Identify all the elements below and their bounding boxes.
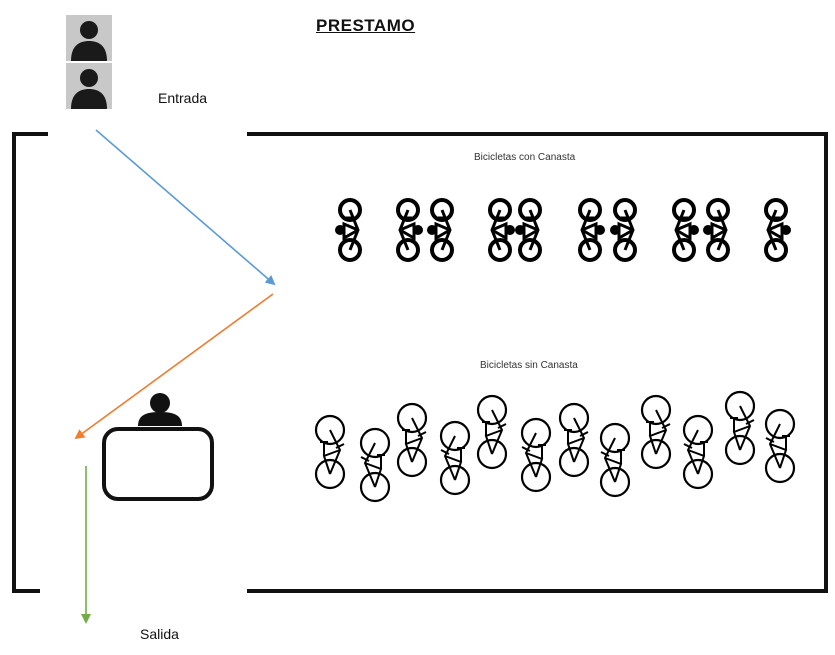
- bicycle-icon: [608, 198, 637, 262]
- bicycle-icon: [558, 402, 590, 478]
- bikes-without-basket: [314, 390, 796, 503]
- bicycle-icon: [764, 198, 793, 262]
- bicycle-icon: [333, 198, 362, 262]
- person-icon: [66, 63, 112, 109]
- bicycle-icon: [314, 414, 346, 490]
- page-title: PRESTAMO: [316, 16, 416, 35]
- bicycle-icon: [672, 198, 701, 262]
- exit-label: Salida: [140, 626, 179, 642]
- bicycle-icon: [701, 198, 730, 262]
- bicycle-icon: [359, 427, 391, 503]
- bicycle-icon: [396, 402, 428, 478]
- room-walls: [12, 132, 828, 593]
- bicycle-icon: [425, 198, 454, 262]
- left-wall: [12, 132, 48, 593]
- bicycle-icon: [513, 198, 542, 262]
- bicycle-icon: [764, 408, 796, 484]
- bicycle-icon: [439, 420, 471, 496]
- bicycle-icon: [488, 198, 517, 262]
- basket-section-label: Bicicletas con Canasta: [474, 152, 576, 163]
- desk-icon: [102, 427, 214, 501]
- bicycle-icon: [520, 417, 552, 493]
- entrance-label: Entrada: [158, 90, 208, 106]
- attendant-icon: [138, 393, 182, 426]
- bicycle-icon: [682, 414, 714, 490]
- bicycle-icon: [640, 394, 672, 470]
- bicycle-icon: [599, 422, 631, 498]
- bicycle-icon: [724, 390, 756, 466]
- bicycle-icon: [396, 198, 425, 262]
- entry-arrow: [95, 129, 276, 286]
- no-basket-section-label: Bicicletas sin Canasta: [480, 360, 578, 371]
- to-desk-arrow: [74, 293, 274, 440]
- bicycle-icon: [476, 394, 508, 470]
- bikes-with-basket: [333, 198, 793, 262]
- person-icon: [66, 15, 112, 61]
- bicycle-icon: [578, 198, 607, 262]
- right-wall: [247, 132, 828, 593]
